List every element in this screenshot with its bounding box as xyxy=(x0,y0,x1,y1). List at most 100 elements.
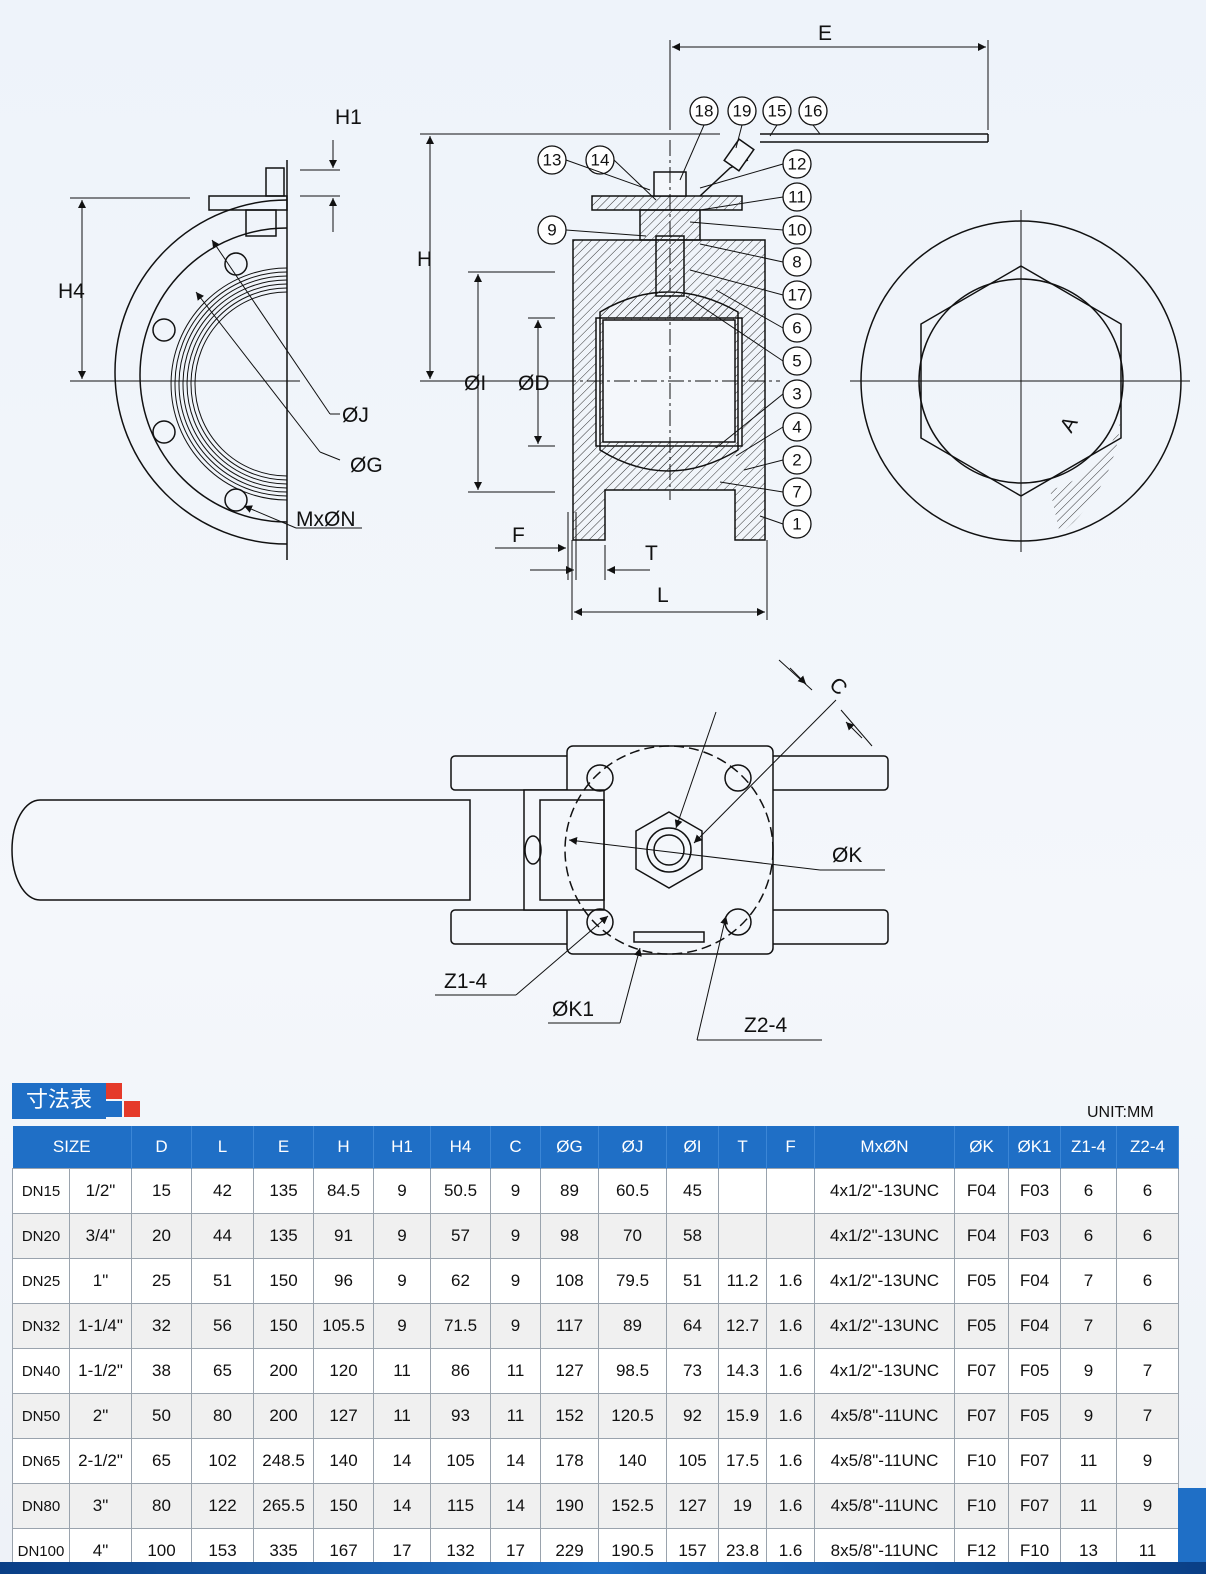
table-cell: F07 xyxy=(1008,1483,1062,1529)
label-a: A xyxy=(1056,413,1083,437)
part-7: 7 xyxy=(792,483,801,502)
table-cell: 265.5 xyxy=(253,1483,315,1529)
table-cell xyxy=(766,1168,816,1214)
table-cell: 73 xyxy=(666,1348,720,1394)
table-cell: 25 xyxy=(131,1258,193,1304)
part-18: 18 xyxy=(695,102,714,121)
part-11: 11 xyxy=(788,188,806,207)
table-cell: 11 xyxy=(490,1393,542,1439)
table-cell: F07 xyxy=(1008,1438,1062,1484)
table-cell: 120 xyxy=(313,1348,375,1394)
table-cell: 6 xyxy=(1060,1168,1118,1214)
table-cell: 51 xyxy=(666,1258,720,1304)
col-t: T xyxy=(718,1126,768,1169)
label-og: ØG xyxy=(350,454,383,477)
table-cell: F04 xyxy=(1008,1303,1062,1349)
table-cell: 9 xyxy=(373,1168,432,1214)
table-cell: 96 xyxy=(313,1258,375,1304)
table-cell: 93 xyxy=(430,1393,492,1439)
table-cell: 12.7 xyxy=(718,1303,768,1349)
table-cell: 38 xyxy=(131,1348,193,1394)
table-cell: 108 xyxy=(540,1258,600,1304)
table-cell: F05 xyxy=(1008,1348,1062,1394)
col-h1: H1 xyxy=(373,1126,432,1169)
table-cell: 9 xyxy=(373,1213,432,1259)
table-cell: 6 xyxy=(1116,1303,1180,1349)
table-cell: 9 xyxy=(373,1258,432,1304)
table-cell xyxy=(718,1213,768,1259)
part-13: 13 xyxy=(543,151,562,170)
table-cell: F10 xyxy=(954,1438,1010,1484)
table-cell: 1/2" xyxy=(68,1168,133,1214)
col-size: SIZE xyxy=(12,1126,133,1169)
table-cell: 3" xyxy=(68,1483,133,1529)
table-title-box: 寸法表 xyxy=(12,1083,146,1119)
table-header-row: SIZE D L E H H1 H4 C ØG ØJ ØI T F MxØN Ø… xyxy=(12,1126,1180,1169)
table-cell: 120.5 xyxy=(598,1393,668,1439)
page-edge-tab xyxy=(1178,1488,1206,1562)
col-e: E xyxy=(253,1126,315,1169)
label-ok1: ØK1 xyxy=(552,998,594,1021)
label-ok: ØK xyxy=(832,844,862,867)
table-cell: 4x1/2"-13UNC xyxy=(814,1303,956,1349)
table-cell: 2-1/2" xyxy=(68,1438,133,1484)
label-t: T xyxy=(645,542,658,565)
table-cell: 45 xyxy=(666,1168,720,1214)
label-c: C xyxy=(825,673,852,700)
table-cell: 14 xyxy=(373,1483,432,1529)
table-cell: 7 xyxy=(1060,1258,1118,1304)
part-15: 15 xyxy=(768,102,787,121)
table-cell: 102 xyxy=(191,1438,255,1484)
table-cell: 44 xyxy=(191,1213,255,1259)
table-cell: 11 xyxy=(490,1348,542,1394)
col-l: L xyxy=(191,1126,255,1169)
table-cell: 105.5 xyxy=(313,1303,375,1349)
table-cell xyxy=(766,1213,816,1259)
valve-top-view xyxy=(11,659,889,1041)
table-cell: 15.9 xyxy=(718,1393,768,1439)
table-cell: 98 xyxy=(540,1213,600,1259)
table-cell: 200 xyxy=(253,1348,315,1394)
table-cell: 115 xyxy=(430,1483,492,1529)
table-cell: 7 xyxy=(1060,1303,1118,1349)
table-cell: 1.6 xyxy=(766,1348,816,1394)
table-cell: 200 xyxy=(253,1393,315,1439)
table-cell: DN50 xyxy=(12,1393,70,1439)
col-og: ØG xyxy=(540,1126,600,1169)
table-cell: 11 xyxy=(1060,1438,1118,1484)
table-cell: 2" xyxy=(68,1393,133,1439)
table-cell: 60.5 xyxy=(598,1168,668,1214)
table-cell: 11 xyxy=(1060,1483,1118,1529)
table-cell: 11 xyxy=(373,1348,432,1394)
table-cell: DN65 xyxy=(12,1438,70,1484)
valve-end-view xyxy=(850,210,1190,552)
decor-square-blue xyxy=(106,1101,123,1117)
label-od: ØD xyxy=(518,372,550,395)
table-cell: 190 xyxy=(540,1483,600,1529)
part-8: 8 xyxy=(792,253,801,272)
table-cell: 11 xyxy=(373,1393,432,1439)
table-cell: DN20 xyxy=(12,1213,70,1259)
table-cell: F05 xyxy=(954,1303,1010,1349)
table-cell: 50 xyxy=(131,1393,193,1439)
table-cell: 4x5/8"-11UNC xyxy=(814,1438,956,1484)
part-17: 17 xyxy=(788,286,807,305)
footer-bar xyxy=(0,1562,1206,1574)
table-cell: 122 xyxy=(191,1483,255,1529)
table-cell: 9 xyxy=(1116,1438,1180,1484)
unit-label: UNIT:MM xyxy=(1087,1104,1154,1121)
table-cell: 150 xyxy=(253,1258,315,1304)
table-cell: 1" xyxy=(68,1258,133,1304)
label-h4: H4 xyxy=(58,280,85,303)
table-cell: 84.5 xyxy=(313,1168,375,1214)
table-cell: 98.5 xyxy=(598,1348,668,1394)
table-cell: 86 xyxy=(430,1348,492,1394)
col-h: H xyxy=(313,1126,375,1169)
table-cell: 89 xyxy=(540,1168,600,1214)
table-cell: DN25 xyxy=(12,1258,70,1304)
label-oi: ØI xyxy=(464,372,486,395)
